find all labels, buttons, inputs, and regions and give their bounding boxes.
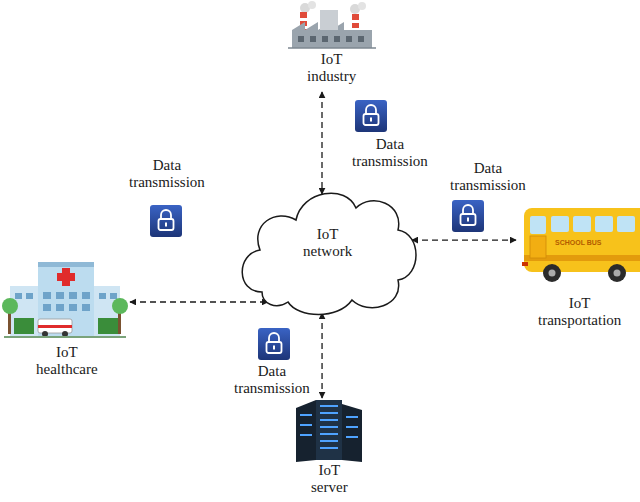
data-link	[321, 92, 322, 194]
node-label: IoT healthcare	[36, 344, 98, 379]
edge-label: Data transmission	[127, 157, 207, 192]
hospital-icon	[2, 262, 128, 337]
edge-label: Data transmission	[232, 363, 312, 398]
industry-node: IoT industry	[292, 0, 372, 92]
lock-icon	[452, 200, 484, 232]
lock-icon	[258, 328, 290, 360]
data-link	[412, 239, 516, 240]
network-cloud: IoT network	[232, 180, 420, 318]
bus-icon	[522, 208, 640, 282]
edge-label: Data transmission	[350, 136, 430, 171]
edge-label: Data transmission	[448, 160, 528, 195]
data-link	[321, 313, 322, 398]
node-label: IoT server	[311, 462, 348, 495]
data-link	[130, 301, 268, 302]
server-icon	[296, 400, 362, 462]
factory-icon	[288, 1, 376, 48]
lock-icon	[150, 205, 182, 237]
lock-icon	[355, 100, 387, 132]
node-label: IoT industry	[307, 51, 356, 86]
transportation-node: IoT transportation	[516, 198, 640, 340]
healthcare-node: IoT healthcare	[5, 262, 130, 385]
node-label: IoT network	[303, 226, 352, 261]
server-node: IoT server	[280, 398, 385, 502]
node-label: IoT transportation	[538, 295, 621, 330]
bus-lettering: SCHOOL BUS	[555, 239, 602, 246]
